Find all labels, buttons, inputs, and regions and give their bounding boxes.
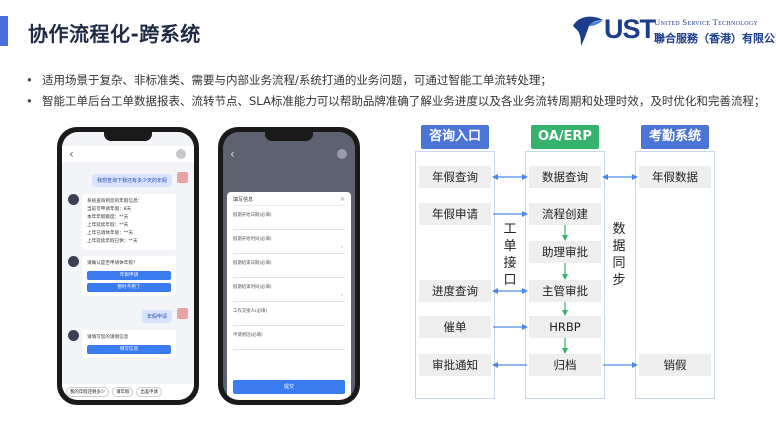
node-leave-query: 年假查询: [419, 166, 491, 188]
chat-nav-bar: ‹: [62, 146, 194, 162]
logo-chinese-name: 聯合服務（香港）有限公司: [654, 32, 776, 45]
quick-reply-bar: 我的年假还剩多少 请年假 出差申请: [62, 384, 194, 400]
form-nav-bar: ‹: [223, 146, 355, 162]
node-data-query: 数据查询: [529, 166, 601, 188]
column-header-oa-erp: OA/ERP: [531, 125, 599, 149]
node-hrbp: HRBP: [529, 316, 601, 338]
leave-info-card: 系统查询到您的年假信息： 当前可申请年假：8天 本年年假额度：**天 上年延续年…: [82, 194, 176, 250]
leave-end-date-field[interactable]: 假期结束日期(必填): [233, 260, 345, 278]
node-assistant-approval: 助理审批: [529, 241, 601, 263]
fill-info-card: 请填写您的请假信息 填写信息: [82, 330, 176, 358]
user-avatar: [177, 172, 188, 183]
chevron-right-icon: ›: [340, 292, 343, 299]
phone-notch: [104, 132, 152, 141]
leave-end-time-field[interactable]: 假期结束时间(必填) ›: [233, 284, 345, 302]
node-leave-apply: 年假申请: [419, 203, 491, 225]
user-message-bubble: 年假申请: [141, 310, 172, 323]
phone-mockup-form: ‹ 填写信息 × 假期开始日期(必填) 假期开始时间(必填) › 假期结束日期(…: [218, 127, 360, 405]
leave-start-date-field[interactable]: 假期开始日期(必填): [233, 212, 345, 230]
company-logo: UST United Service Technology 聯合服務（香港）有限…: [570, 12, 776, 52]
submit-button[interactable]: 提交: [233, 380, 345, 394]
phone-mockup-chat: ‹ 我想查询下我还有多少天的年假 系统查询到您的年假信息： 当前可申请年假：8天…: [57, 127, 199, 405]
node-progress-query: 进度查询: [419, 280, 491, 302]
quick-reply-chip[interactable]: 出差申请: [136, 387, 162, 397]
label-data-sync: 数据同步: [612, 222, 626, 288]
back-arrow-icon[interactable]: ‹: [230, 147, 235, 161]
label-ticket-interface: 工单接口: [503, 222, 517, 288]
confirm-leave-card: 请确认是否申请休年假? 年假申请 暂时不用了: [82, 256, 176, 296]
logo-english-name: United Service Technology: [654, 17, 759, 27]
not-now-button[interactable]: 暂时不用了: [87, 283, 171, 292]
phone-screen: ‹ 填写信息 × 假期开始日期(必填) 假期开始时间(必填) › 假期结束日期(…: [223, 132, 355, 400]
bot-avatar: [68, 256, 79, 267]
user-profile-icon[interactable]: [176, 149, 186, 159]
node-urge: 催单: [419, 316, 491, 338]
node-manager-approval: 主管审批: [529, 280, 601, 302]
leave-reason-field[interactable]: 申请原因(必填): [233, 332, 345, 350]
page-title: 协作流程化-跨系统: [28, 22, 201, 46]
handover-person-field[interactable]: 工作交接人(必填): [233, 308, 345, 326]
fill-info-button[interactable]: 填写信息: [87, 345, 171, 354]
title-accent-bar: [0, 16, 8, 46]
dolphin-logo-icon: [573, 16, 603, 46]
quick-reply-chip[interactable]: 我的年假还剩多少: [66, 387, 110, 397]
close-icon[interactable]: ×: [339, 196, 345, 203]
column-header-entry: 咨询入口: [421, 125, 489, 149]
node-leave-data: 年假数据: [639, 166, 711, 188]
apply-leave-button[interactable]: 年假申请: [87, 271, 171, 280]
column-header-attendance: 考勤系统: [641, 125, 709, 149]
bot-avatar: [68, 194, 79, 205]
phone-notch: [265, 132, 313, 141]
phone-screen: ‹ 我想查询下我还有多少天的年假 系统查询到您的年假信息： 当前可申请年假：8天…: [62, 132, 194, 400]
form-header: 填写信息 ×: [233, 196, 345, 206]
node-cancel-leave: 销假: [639, 354, 711, 376]
bot-avatar: [68, 330, 79, 341]
node-approval-notice: 审批通知: [419, 354, 491, 376]
flow-arrows: [492, 174, 638, 368]
user-profile-icon[interactable]: [337, 149, 347, 159]
user-avatar: [177, 308, 188, 319]
bullet-item: 适用场景于复杂、非标准类、需要与内部业务流程/系统打通的业务问题，可通过智能工单…: [24, 70, 774, 91]
leave-form-sheet: 填写信息 × 假期开始日期(必填) 假期开始时间(必填) › 假期结束日期(必填…: [227, 192, 351, 400]
leave-start-time-field[interactable]: 假期开始时间(必填) ›: [233, 236, 345, 254]
node-archive: 归档: [529, 354, 601, 376]
cross-system-flow-diagram: 咨询入口 OA/ERP 考勤系统 年假查询 年假申请 进度查询 催单 审批通知 …: [415, 121, 771, 401]
back-arrow-icon[interactable]: ‹: [69, 147, 74, 161]
description-list: 适用场景于复杂、非标准类、需要与内部业务流程/系统打通的业务问题，可通过智能工单…: [24, 70, 774, 112]
user-message-bubble: 我想查询下我还有多少天的年假: [91, 174, 172, 187]
logo-ust-text: UST: [604, 14, 656, 44]
node-process-create: 流程创建: [529, 203, 601, 225]
bullet-item: 智能工单后台工单数据报表、流转节点、SLA标准能力可以帮助品牌准确了解业务进度以…: [24, 91, 774, 112]
chevron-right-icon: ›: [340, 244, 343, 251]
quick-reply-chip[interactable]: 请年假: [112, 387, 134, 397]
